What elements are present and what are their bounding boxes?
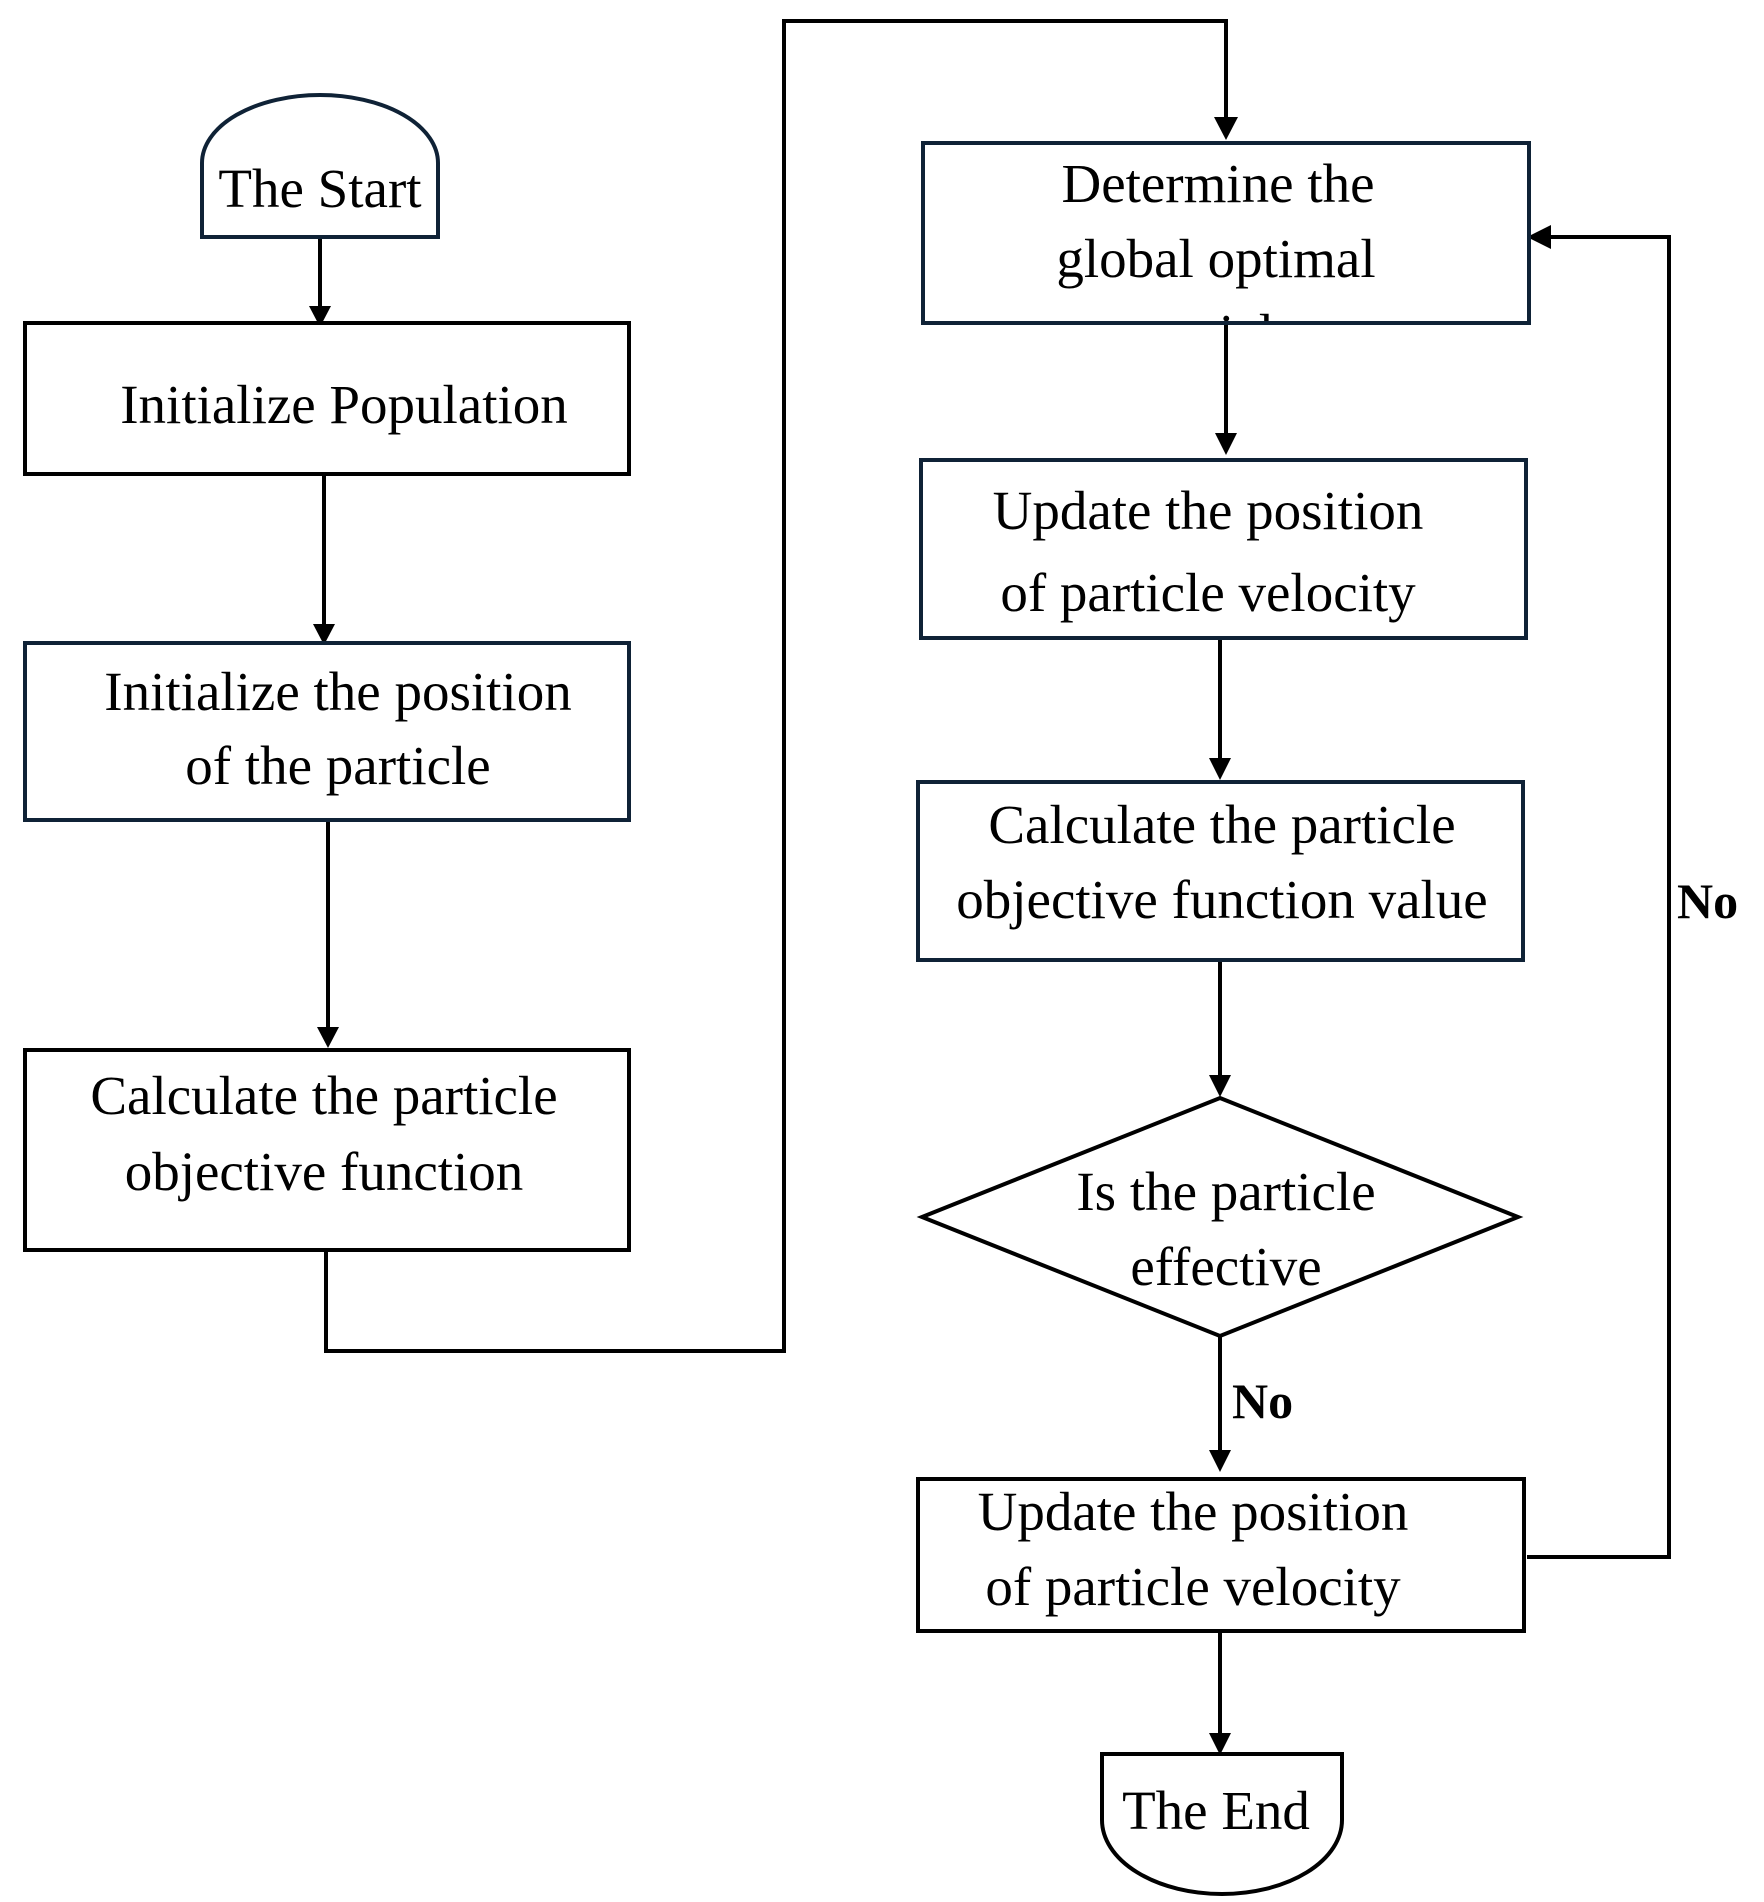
calc-objective-value-line2: objective function value [956,869,1487,930]
start-label: The Start [218,158,421,219]
arrowhead-population [309,306,331,327]
decision-shape [916,1095,1524,1339]
calc-objective-value-box: Calculate the particle objective functio… [916,780,1525,962]
calc-objective-value-rect [916,780,1525,962]
init-position-line1: Initialize the position [104,661,571,722]
update-velocity-box-2: Update the position of particle velocity [916,1477,1526,1633]
init-population-rect [23,321,631,476]
arrowhead-update2 [1209,1450,1231,1472]
global-optimal-line1: Determine the [1061,153,1374,214]
connector-objective-to-global [324,19,1228,1353]
update-velocity-rect-2 [916,1477,1526,1633]
init-population-label: Initialize Population [120,374,568,435]
arrowhead-decision [1209,1075,1231,1097]
connectors [309,19,1671,1755]
global-optimal-line2: global optimal [1056,228,1375,289]
update-velocity-box-1: Update the position of particle velocity [919,458,1528,640]
arrowhead-end [1209,1733,1231,1755]
arrowhead-calcvalue [1209,758,1231,780]
update-velocity-1-line1: Update the position [993,480,1424,541]
init-position-box: Initialize the position of the particle [23,641,631,822]
arrowhead-update1 [1215,433,1237,455]
arrowhead-loop-back [1527,225,1551,249]
update-velocity-1-line2: of particle velocity [1000,562,1416,623]
update-velocity-rect-1 [919,458,1528,640]
calc-objective-value-line1: Calculate the particle [988,794,1455,855]
calc-objective-box: Calculate the particle objective functio… [23,1048,631,1252]
global-optimal-rect [921,141,1531,325]
update-velocity-2-line2: of particle velocity [985,1556,1401,1617]
calc-objective-line2: objective function [125,1141,524,1202]
arrowhead-global [1214,117,1238,140]
decision-diamond: Is the particle effective [916,1095,1524,1339]
decision-line2: effective [1130,1236,1321,1297]
global-optimal-box: Determine the global optimal particle [921,141,1531,364]
global-optimal-line3: particle [1134,303,1299,364]
calc-objective-line1: Calculate the particle [90,1065,557,1126]
decision-no-label: No [1232,1373,1293,1429]
connector-loop-back [1527,235,1671,1559]
init-position-rect [23,641,631,822]
start-terminal: The Start [200,93,440,239]
end-terminal: The End [1100,1752,1344,1896]
arrowhead-position [313,624,335,645]
end-terminal-shape [1100,1752,1344,1896]
arrowhead-objective [317,1027,339,1048]
init-population-box: Initialize Population [23,321,631,476]
start-terminal-shape [200,93,440,239]
loop-no-label: No [1677,873,1738,929]
decision-line1: Is the particle [1076,1161,1375,1222]
end-label: The End [1122,1780,1310,1841]
update-velocity-2-line1: Update the position [978,1481,1409,1542]
calc-objective-rect [23,1048,631,1252]
init-position-line2: of the particle [185,735,490,796]
